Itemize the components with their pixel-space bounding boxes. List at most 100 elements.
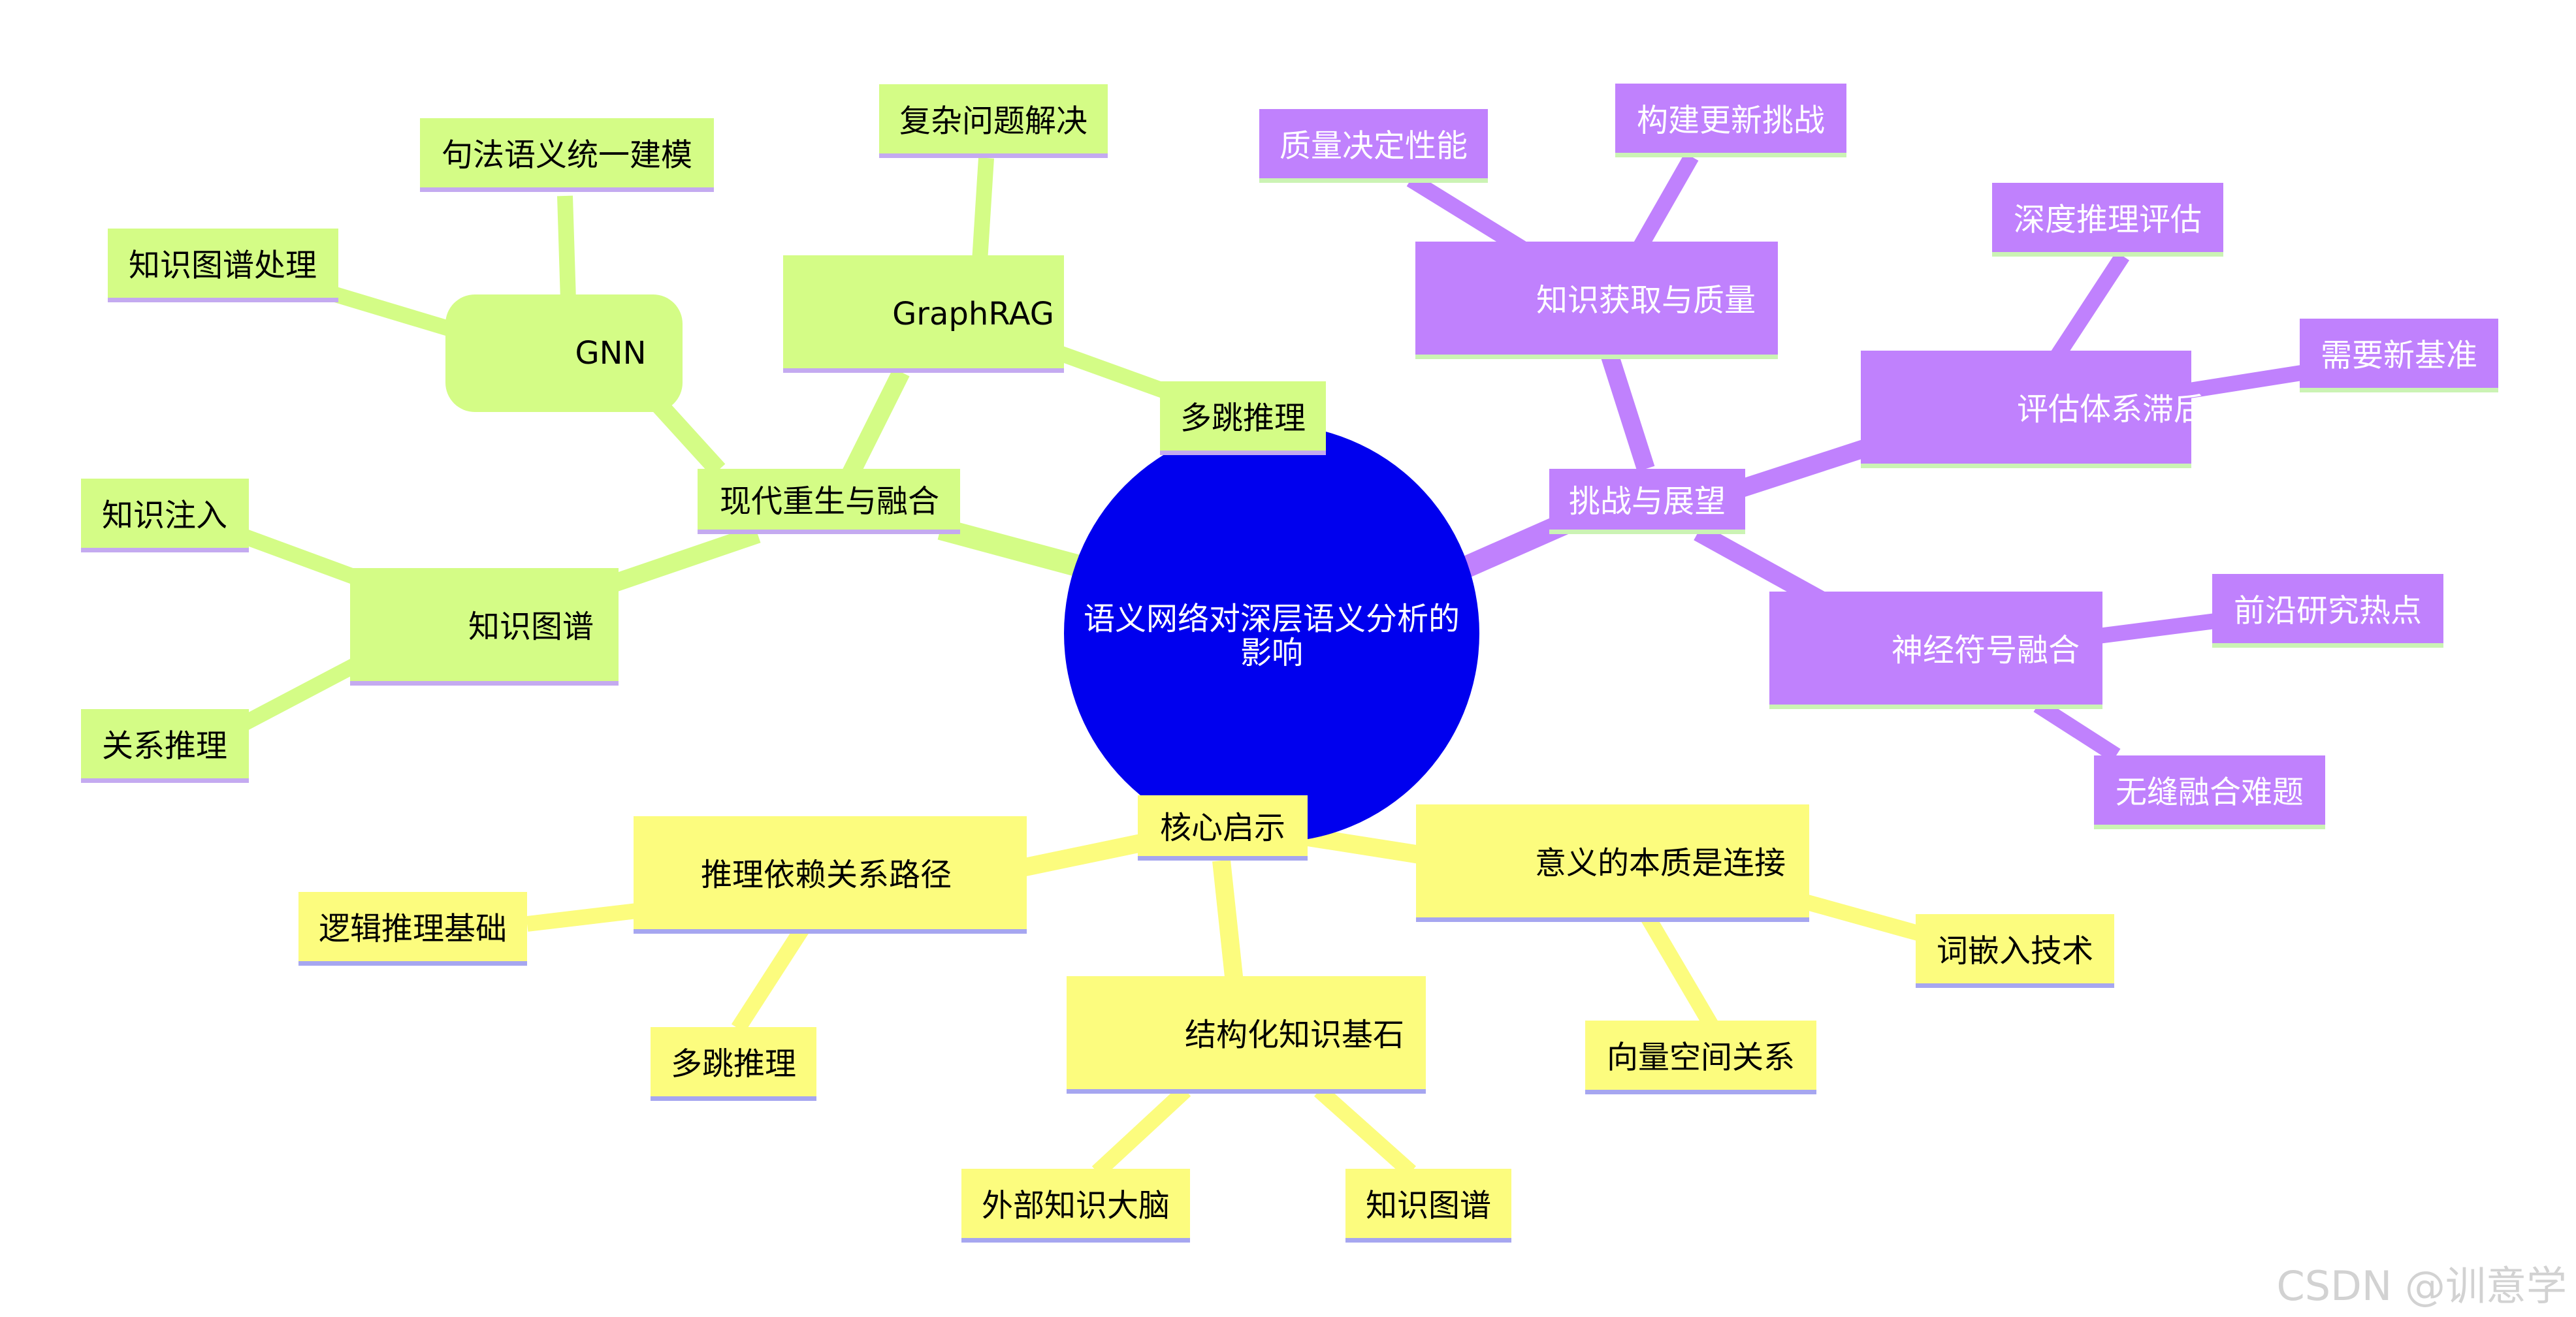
node-frontier[interactable]: 前沿研究热点 xyxy=(2212,574,2443,648)
node-multihop-top[interactable]: 多跳推理 xyxy=(1160,381,1326,455)
node-knowledge-injection[interactable]: 知识注入 xyxy=(81,479,249,552)
node-logic-label: 逻辑推理基础 xyxy=(319,911,507,947)
node-meaning-underline xyxy=(1416,917,1809,922)
node-syntax-semantic[interactable]: 句法语义统一建模 xyxy=(420,118,714,192)
node-construct[interactable]: 构建更新挑战 xyxy=(1615,84,1846,157)
node-gnn-label: GNN xyxy=(575,335,646,372)
node-external-brain[interactable]: 外部知识大脑 xyxy=(961,1169,1190,1243)
edge-26 xyxy=(1314,1085,1416,1178)
node-evaluation-underline xyxy=(1861,464,2191,468)
node-neurosymbolic[interactable]: 神经符号融合 xyxy=(1769,592,2102,709)
node-syntax-semantic-box xyxy=(420,118,714,192)
node-frontier-box xyxy=(2212,574,2443,648)
edge-22 xyxy=(526,903,638,932)
node-modern[interactable]: 现代重生与融合 xyxy=(698,469,960,534)
node-deep-eval[interactable]: 深度推理评估 xyxy=(1992,183,2223,257)
node-seamless-box xyxy=(2094,755,2325,829)
node-new-benchmark[interactable]: 需要新基准 xyxy=(2300,319,2498,392)
node-acquisition-label: 知识获取与质量 xyxy=(1536,282,1756,319)
node-structured[interactable]: 结构化知识基石 xyxy=(1067,976,1426,1094)
edge-1 xyxy=(841,368,910,481)
node-external-brain-box xyxy=(961,1169,1190,1243)
node-frontier-label: 前沿研究热点 xyxy=(2234,593,2422,629)
node-relation-reasoning[interactable]: 关系推理 xyxy=(81,709,249,783)
node-evaluation[interactable]: 评估体系滞后 xyxy=(1861,351,2205,468)
node-quality[interactable]: 质量决定性能 xyxy=(1259,109,1488,183)
node-modern-label: 现代重生与融合 xyxy=(720,483,939,520)
edge-7 xyxy=(598,525,761,597)
node-new-benchmark-label: 需要新基准 xyxy=(2321,338,2477,374)
node-challenges[interactable]: 挑战与展望 xyxy=(1549,469,1745,534)
node-multihop-bottom[interactable]: 多跳推理 xyxy=(651,1027,816,1101)
center-title-line1: 语义网络对深层语义分析的 xyxy=(1084,601,1460,637)
node-kg-processing[interactable]: 知识图谱处理 xyxy=(108,229,338,302)
node-kg-left[interactable]: 知识图谱 xyxy=(350,568,619,686)
node-multihop-top-label: 多跳推理 xyxy=(1180,400,1306,437)
edge-8 xyxy=(238,528,369,589)
node-logic[interactable]: 逻辑推理基础 xyxy=(298,892,527,966)
node-multihop-top-box xyxy=(1160,381,1326,455)
edge-18 xyxy=(2092,612,2222,644)
edge-13 xyxy=(1632,153,1699,252)
edge-17 xyxy=(1694,524,1827,609)
node-modern-underline xyxy=(698,530,960,534)
edge-11 xyxy=(1598,343,1655,472)
node-insights[interactable]: 核心启示 xyxy=(1138,795,1308,861)
node-kg-left-label: 知识图谱 xyxy=(468,609,594,645)
node-acquisition-box xyxy=(1415,242,1778,359)
node-complex-qa-box xyxy=(879,84,1108,158)
node-quality-underline xyxy=(1259,178,1488,183)
node-acquisition-underline xyxy=(1415,355,1778,359)
node-kg-bottom-underline xyxy=(1345,1238,1511,1243)
node-gnn[interactable]: GNN xyxy=(445,294,683,412)
node-frontier-underline xyxy=(2212,643,2443,648)
edge-16 xyxy=(2180,364,2307,400)
node-deep-eval-label: 深度推理评估 xyxy=(2014,202,2202,238)
node-complex-qa-label: 复杂问题解决 xyxy=(899,103,1087,140)
node-seamless-label: 无缝融合难题 xyxy=(2116,774,2304,811)
edge-21 xyxy=(1017,833,1146,878)
node-graphrag[interactable]: GraphRAG xyxy=(783,255,1064,373)
node-structured-box xyxy=(1067,976,1426,1094)
node-kg-left-underline xyxy=(350,681,619,686)
node-challenges-label: 挑战与展望 xyxy=(1569,483,1726,520)
node-modern-box xyxy=(698,469,960,534)
edge-23 xyxy=(731,923,811,1033)
node-vector-space-underline xyxy=(1585,1090,1816,1094)
node-graphrag-underline xyxy=(783,368,1064,373)
node-complex-qa-underline xyxy=(879,153,1108,158)
node-reasoning[interactable]: 推理依赖关系路径 xyxy=(634,816,1027,934)
node-relation-reasoning-label: 关系推理 xyxy=(102,728,227,765)
node-vector-space-label: 向量空间关系 xyxy=(1607,1039,1795,1076)
node-vector-space[interactable]: 向量空间关系 xyxy=(1585,1021,1816,1094)
node-insights-label: 核心启示 xyxy=(1160,810,1285,846)
node-seamless[interactable]: 无缝融合难题 xyxy=(2094,755,2325,829)
node-word-embedding-underline xyxy=(1916,983,2114,988)
node-seamless-underline xyxy=(2094,825,2325,829)
node-challenges-underline xyxy=(1549,530,1745,534)
node-relation-reasoning-underline xyxy=(81,778,249,783)
edge-0 xyxy=(937,518,1089,579)
node-insights-box xyxy=(1138,795,1308,861)
node-syntax-semantic-label: 句法语义统一建模 xyxy=(442,137,692,174)
edge-4 xyxy=(646,392,726,477)
node-multihop-bottom-box xyxy=(651,1027,816,1101)
edge-14 xyxy=(1734,438,1871,499)
node-reasoning-box xyxy=(634,816,1027,934)
edge-29 xyxy=(1639,910,1718,1030)
node-meaning[interactable]: 意义的本质是连接 xyxy=(1416,804,1809,922)
edge-25 xyxy=(1091,1085,1191,1178)
node-kg-processing-label: 知识图谱处理 xyxy=(129,247,317,284)
node-complex-qa[interactable]: 复杂问题解决 xyxy=(879,84,1108,158)
node-acquisition[interactable]: 知识获取与质量 xyxy=(1415,242,1778,359)
node-kg-bottom[interactable]: 知识图谱 xyxy=(1345,1169,1511,1243)
edge-27 xyxy=(1298,827,1426,865)
node-word-embedding[interactable]: 词嵌入技术 xyxy=(1916,914,2114,988)
node-logic-underline xyxy=(298,961,527,966)
node-multihop-bottom-label: 多跳推理 xyxy=(671,1046,796,1083)
node-graphrag-box xyxy=(783,255,1064,373)
edge-2 xyxy=(972,157,994,262)
node-quality-box xyxy=(1259,109,1488,183)
